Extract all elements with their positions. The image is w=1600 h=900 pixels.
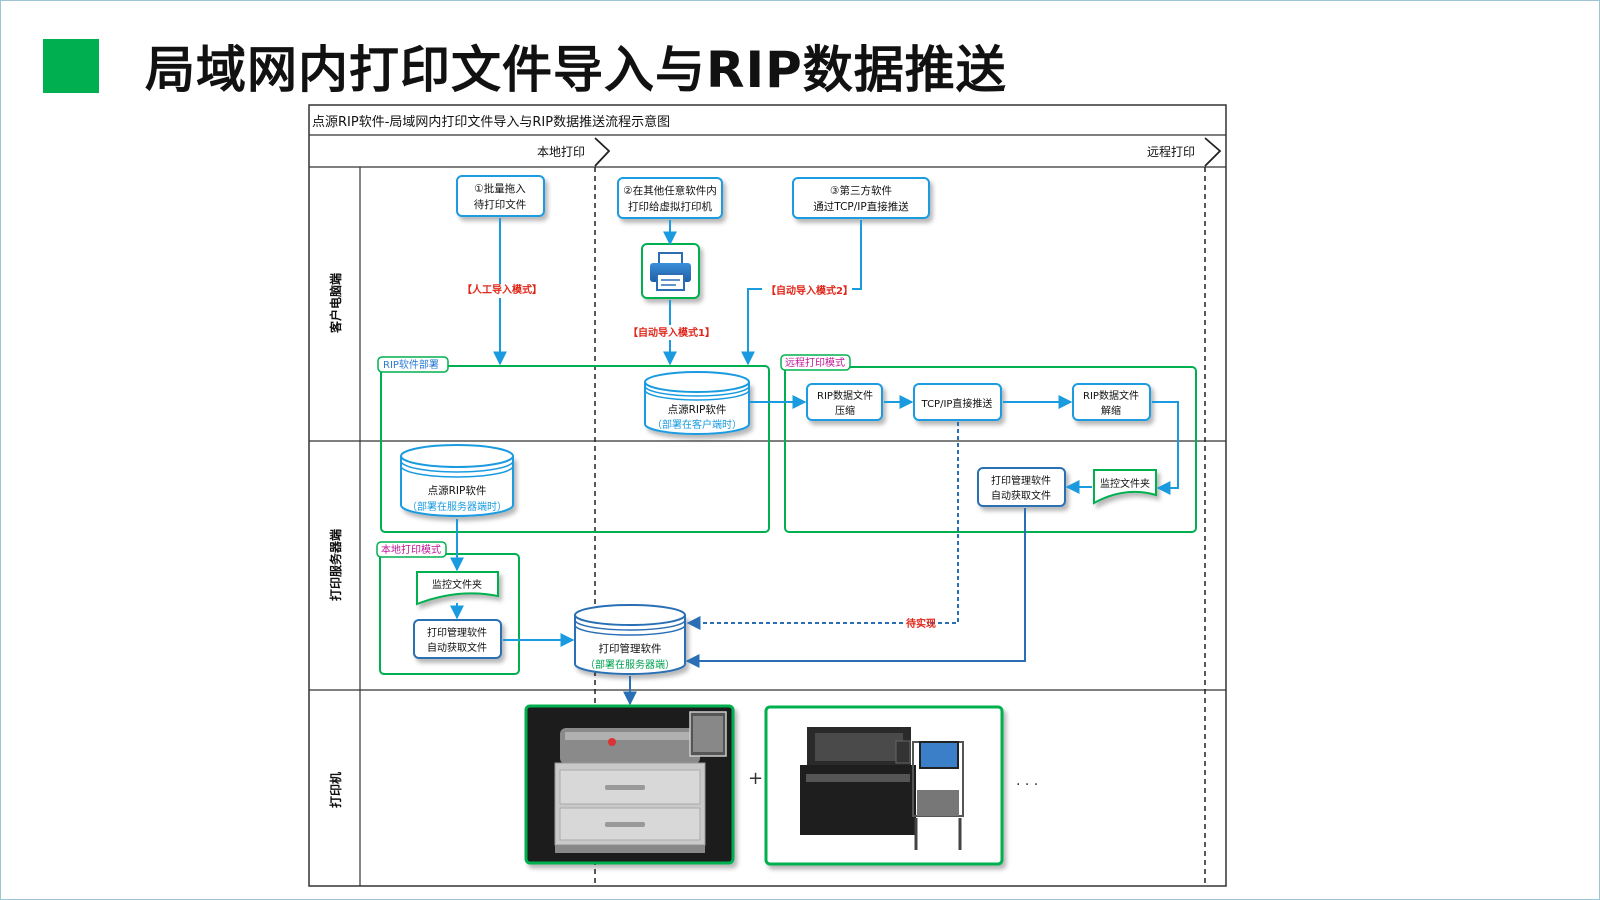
source-drag-files: ①批量拖入 待打印文件 [456, 175, 545, 217]
lane-client-label: 客户电脑端 [328, 273, 343, 334]
industrial-printer-photo [764, 705, 1004, 866]
svg-text:③第三方软件: ③第三方软件 [830, 184, 892, 197]
phase-arrow-remote [1204, 137, 1222, 167]
svg-text:点源RIP软件: 点源RIP软件 [428, 484, 487, 497]
svg-text:点源RIP软件: 点源RIP软件 [668, 403, 727, 416]
svg-text:打印管理软件: 打印管理软件 [991, 474, 1051, 487]
printer-icon [641, 243, 700, 299]
rip-server-cylinder: 点源RIP软件 （部署在服务器端时） [400, 444, 514, 517]
group-local-mode-label: 本地打印模式 [381, 543, 441, 556]
group-remote-mode [784, 366, 1197, 533]
svg-text:②在其他任意软件内: ②在其他任意软件内 [623, 184, 716, 197]
source-virtual-printer: ②在其他任意软件内 打印给虚拟打印机 [617, 177, 723, 219]
page-title: 局域网内打印文件导入与RIP数据推送 [145, 41, 1007, 99]
source-third-party: ③第三方软件 通过TCP/IP直接推送 [792, 177, 930, 219]
svg-text:（部署在客户端时）: （部署在客户端时） [652, 418, 742, 431]
lane-printer-label: 打印机 [328, 772, 343, 808]
svg-text:TCP/IP直接推送: TCP/IP直接推送 [921, 397, 993, 410]
svg-text:打印管理软件: 打印管理软件 [599, 642, 662, 655]
group-local-mode [379, 553, 520, 675]
group-rip-deploy-label: RIP软件部署 [383, 358, 439, 371]
phase-arrow-local [594, 137, 611, 167]
mode-auto2-label: 【自动导入模式2】 [766, 284, 853, 297]
monitor-folder-local: 监控文件夹 [416, 571, 499, 606]
svg-text:打印给虚拟打印机: 打印给虚拟打印机 [628, 200, 712, 213]
print-manager-remote-box: 打印管理软件 自动获取文件 [977, 467, 1066, 507]
compress-box: RIP数据文件 压缩 [806, 383, 883, 421]
phase-local-label: 本地打印 [537, 145, 585, 159]
print-manager-local-box: 打印管理软件 自动获取文件 [413, 619, 502, 659]
group-rip-deploy [380, 365, 770, 533]
svg-text:解缩: 解缩 [1101, 404, 1121, 417]
svg-text:①批量拖入: ①批量拖入 [474, 182, 526, 195]
more-printers-ellipsis: · · · [1016, 777, 1038, 793]
tcp-push-box: TCP/IP直接推送 [913, 383, 1002, 421]
svg-text:监控文件夹: 监控文件夹 [1100, 477, 1150, 490]
wide-format-printer-photo [524, 704, 735, 865]
phase-remote-label: 远程打印 [1147, 144, 1195, 159]
svg-text:通过TCP/IP直接推送: 通过TCP/IP直接推送 [813, 200, 909, 213]
svg-text:打印管理软件: 打印管理软件 [427, 626, 487, 639]
printer-plus-sign: + [748, 768, 763, 789]
svg-text:（部署在服务器端）: （部署在服务器端） [585, 658, 675, 671]
svg-text:自动获取文件: 自动获取文件 [991, 489, 1051, 502]
svg-text:监控文件夹: 监控文件夹 [432, 578, 482, 591]
print-manager-server-cylinder: 打印管理软件 （部署在服务器端） [574, 604, 686, 675]
pending-label: 待实现 [906, 617, 936, 630]
svg-text:（部署在服务器端时）: （部署在服务器端时） [407, 500, 507, 513]
svg-text:RIP数据文件: RIP数据文件 [1083, 389, 1139, 402]
mode-auto1-label: 【自动导入模式1】 [628, 326, 715, 339]
monitor-folder-remote: 监控文件夹 [1093, 469, 1157, 505]
mode-manual-label: 【人工导入模式】 [462, 283, 542, 296]
svg-text:压缩: 压缩 [835, 404, 855, 417]
svg-text:自动获取文件: 自动获取文件 [427, 641, 487, 654]
svg-text:RIP数据文件: RIP数据文件 [817, 389, 873, 402]
lane-server-label: 打印服务器端 [328, 529, 343, 601]
diagram-caption: 点源RIP软件-局域网内打印文件导入与RIP数据推送流程示意图 [312, 114, 670, 130]
decompress-box: RIP数据文件 解缩 [1072, 383, 1151, 421]
svg-text:待打印文件: 待打印文件 [474, 198, 527, 211]
rip-client-cylinder: 点源RIP软件 （部署在客户端时） [644, 371, 750, 435]
group-remote-mode-label: 远程打印模式 [785, 356, 845, 369]
title-marker [43, 39, 99, 93]
